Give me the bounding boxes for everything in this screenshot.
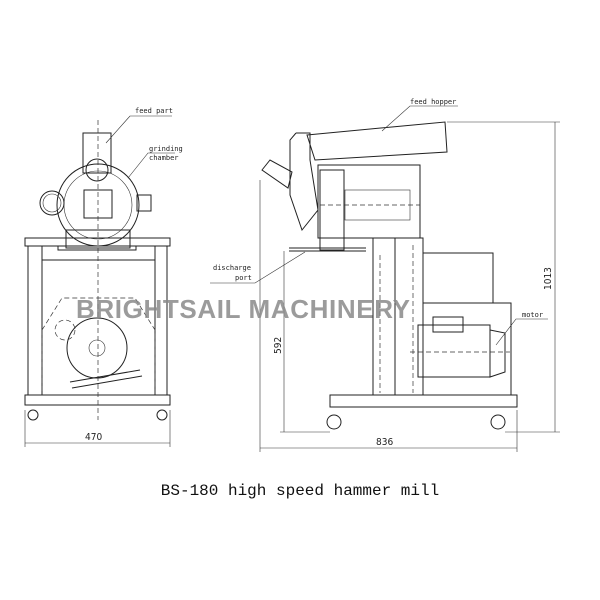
dimension-1013: 1013 (543, 267, 554, 290)
label-grinding-chamber-line1: grinding (149, 145, 183, 153)
label-discharge-port-line1: discharge (213, 264, 251, 272)
dimension-836: 836 (376, 437, 393, 448)
label-feed-hopper: feed hopper (410, 98, 456, 106)
leader-lines (105, 105, 548, 346)
watermark: BRIGHTSAIL MACHINERY (76, 294, 410, 324)
dimension-lines (24, 121, 560, 452)
dimension-470: 470 (85, 432, 102, 443)
label-feed-part: feed part (135, 107, 173, 115)
side-view (261, 121, 518, 430)
label-motor: motor (522, 311, 543, 319)
label-grinding-chamber-line2: chamber (149, 154, 179, 162)
dimension-592: 592 (273, 337, 284, 354)
drawing-title: BS-180 high speed hammer mill (161, 482, 439, 500)
label-discharge-port-line2: port (235, 274, 252, 282)
front-view (24, 120, 171, 421)
